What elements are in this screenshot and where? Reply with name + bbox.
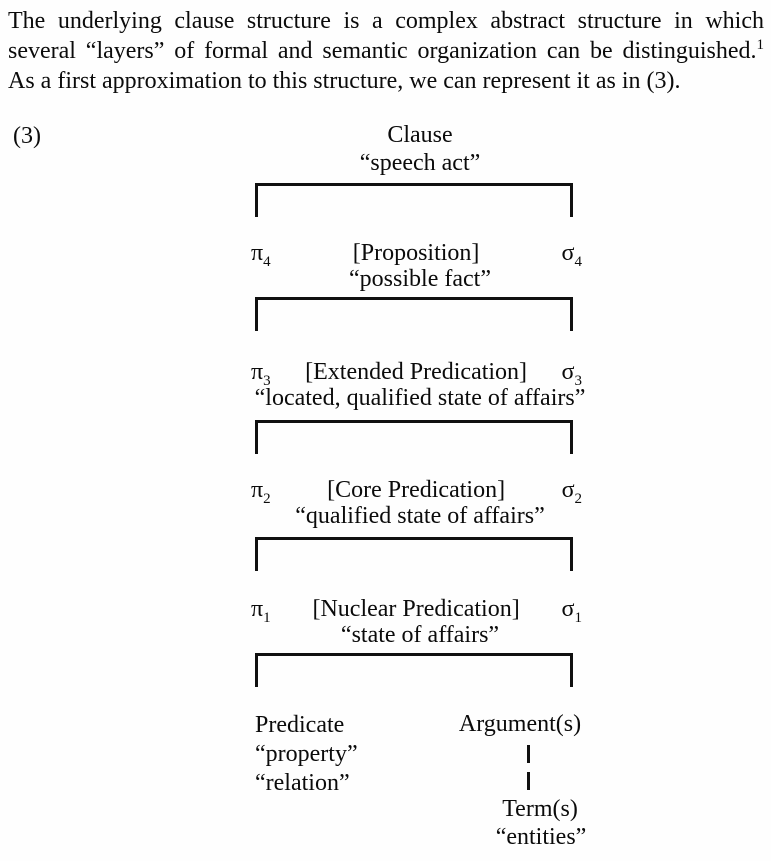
connector-line-1 bbox=[527, 745, 530, 763]
layer-bracket-4 bbox=[255, 537, 573, 571]
clause-label: Clause bbox=[387, 122, 453, 148]
layer-row-core-predication: π2 [Core Predication] σ2 bbox=[251, 477, 582, 507]
example-number: (3) bbox=[13, 123, 41, 149]
predicate-label: Predicate bbox=[255, 712, 345, 738]
predicate-gloss-relation: “relation” bbox=[255, 770, 350, 796]
core-predication-node-label: [Core Predication] bbox=[327, 477, 506, 503]
core-predication-gloss: “qualified state of affairs” bbox=[295, 503, 545, 529]
pi-1-operator: π1 bbox=[251, 596, 271, 626]
footnote-marker: 1 bbox=[756, 37, 765, 53]
predicate-gloss-property: “property” bbox=[255, 741, 358, 767]
pi-4-operator: π4 bbox=[251, 240, 271, 270]
clause-gloss: “speech act” bbox=[359, 150, 481, 176]
sigma-4-operator: σ4 bbox=[561, 240, 582, 270]
connector-line-2 bbox=[527, 772, 530, 790]
sigma-2-operator: σ2 bbox=[561, 477, 582, 507]
paragraph-line-2: several “layers” of formal and semantic … bbox=[8, 36, 764, 66]
pi-2-operator: π2 bbox=[251, 477, 271, 507]
proposition-gloss: “possible fact” bbox=[349, 266, 491, 292]
paragraph-line-1: The underlying clause structure is a com… bbox=[8, 8, 764, 34]
sigma-1-operator: σ1 bbox=[561, 596, 582, 626]
layer-row-nuclear-predication: π1 [Nuclear Predication] σ1 bbox=[251, 596, 582, 626]
intro-paragraph: The underlying clause structure is a com… bbox=[8, 6, 764, 96]
predicate-block: Predicate “property” “relation” bbox=[255, 711, 445, 798]
proposition-node-label: [Proposition] bbox=[352, 240, 480, 266]
argument-label: Argument(s) bbox=[458, 711, 582, 737]
paragraph-line-2-text: several “layers” of formal and semantic … bbox=[8, 38, 757, 64]
sigma-3-operator: σ3 bbox=[561, 359, 582, 389]
extended-predication-node-label: [Extended Predication] bbox=[305, 359, 528, 385]
layer-row-proposition: π4 [Proposition] σ4 bbox=[251, 240, 582, 270]
nuclear-predication-node-label: [Nuclear Predication] bbox=[312, 596, 520, 622]
extended-predication-gloss: “located, qualified state of affairs” bbox=[254, 385, 586, 411]
paragraph-line-3: As a first approximation to this structu… bbox=[8, 68, 681, 94]
terms-gloss: “entities” bbox=[495, 824, 587, 850]
pi-3-operator: π3 bbox=[251, 359, 271, 389]
layer-bracket-2 bbox=[255, 297, 573, 331]
layer-row-extended-predication: π3 [Extended Predication] σ3 bbox=[251, 359, 582, 389]
layer-bracket-1 bbox=[255, 183, 573, 217]
terms-label: Term(s) bbox=[502, 796, 578, 822]
layer-bracket-3 bbox=[255, 420, 573, 454]
layer-bracket-5 bbox=[255, 653, 573, 687]
nuclear-predication-gloss: “state of affairs” bbox=[340, 622, 500, 648]
